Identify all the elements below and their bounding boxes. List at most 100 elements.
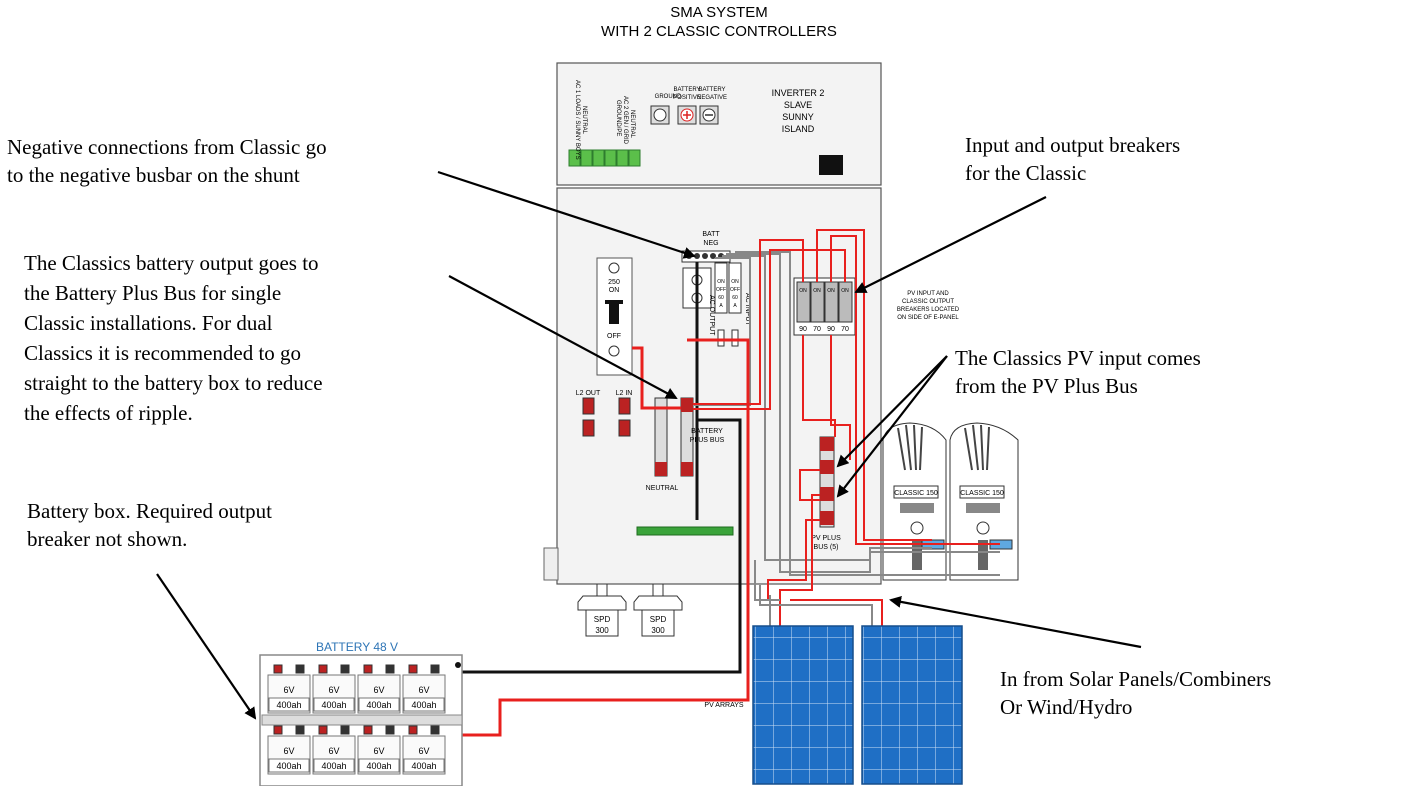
- callout-solar: In from Solar Panels/Combiners Or Wind/H…: [1000, 665, 1271, 721]
- l2-in-bus: [618, 397, 631, 437]
- battery-cell: 6V 400ah: [402, 725, 446, 775]
- callout-battery-output-line-1: The Classics battery output goes to: [24, 251, 319, 275]
- battery-cell-capacity: 400ah: [411, 761, 436, 771]
- inverter-name-3: SUNNY: [782, 112, 814, 122]
- callout-battery-box-line-1: Battery box. Required output: [27, 499, 272, 523]
- arrow-pv-input-1: [836, 355, 948, 468]
- battery-cell-voltage: 6V: [283, 685, 294, 695]
- pv-breaker-on-4: ON: [841, 288, 849, 294]
- pv-breaker-note-2: CLASSIC OUTPUT: [902, 299, 954, 305]
- callout-battery-box-line-2: breaker not shown.: [27, 527, 188, 551]
- callout-breakers-line-2: for the Classic: [965, 161, 1087, 185]
- classic-1-label: CLASSIC 150: [894, 490, 938, 497]
- arrow-solar: [889, 595, 1142, 649]
- arrow-negative: [437, 170, 696, 259]
- battery-plus-bus-label-1: BATTERY: [691, 428, 723, 435]
- callout-battery-output: The Classics battery output goes to the …: [24, 248, 323, 428]
- battery-cell: 6V 400ah: [312, 725, 356, 775]
- pv-breaker-rating-2: 70: [813, 326, 821, 333]
- battery-negative-label-2: NEGATIVE: [697, 95, 727, 101]
- pv-breaker-note-3: BREAKERS LOCATED: [897, 307, 960, 313]
- battery-cell-voltage: 6V: [328, 746, 339, 756]
- callout-pv-input: The Classics PV input comes from the PV …: [955, 344, 1201, 400]
- battery-cell-capacity: 400ah: [276, 700, 301, 710]
- callout-battery-output-line-5: straight to the battery box to reduce: [24, 371, 323, 395]
- battery-plus-bus-label-2: PLUS BUS: [690, 437, 725, 444]
- ac-breaker-rating-2: 60: [732, 295, 738, 301]
- ac-output-label: AC OUTPUT: [708, 295, 715, 336]
- battery-cell-voltage: 6V: [373, 746, 384, 756]
- spd-1: SPD 300: [577, 595, 627, 637]
- inverter-name-1: INVERTER 2: [772, 88, 825, 98]
- main-dc-breaker: 250 ON OFF: [596, 257, 633, 376]
- pv-array-1: [752, 625, 854, 785]
- classic-controller-2: CLASSIC 150: [949, 422, 1019, 581]
- battery-cell-capacity: 400ah: [321, 761, 346, 771]
- title-line-2: WITH 2 CLASSIC CONTROLLERS: [601, 23, 837, 40]
- ac2-label: AC 2 GEN / GRID: [622, 96, 628, 145]
- pv-breakers: ON ON ON ON 90 70 90 70: [793, 277, 856, 336]
- e-panel: 250 ON OFF BATT NEG ON ON OFF OFF 60 60 …: [543, 187, 960, 585]
- battery-cells: 6V 400ah 6V 400ah 6V 400ah 6V 400ah 6V 400ah 6V 400…: [267, 664, 446, 775]
- diagram-title: SMA SYSTEM WITH 2 CLASSIC CONTROLLERS: [560, 4, 878, 40]
- ac-breaker-rating-1: 60: [718, 295, 724, 301]
- inverter-name-2: SLAVE: [784, 100, 812, 110]
- callout-battery-output-line-4: Classics it is recommended to go: [24, 341, 302, 365]
- callout-negative-line-2: to the negative busbar on the shunt: [7, 163, 300, 187]
- ac-breaker-unit-2: A: [733, 303, 737, 309]
- spd-1-label: SPD: [594, 615, 611, 624]
- ac-input-label: AC INPUT: [744, 293, 751, 326]
- battery-cell-capacity: 400ah: [366, 700, 391, 710]
- callout-arrows: [156, 170, 1142, 720]
- battery-cell-voltage: 6V: [418, 746, 429, 756]
- spd-2-value: 300: [651, 626, 665, 635]
- main-breaker-rating: 250: [608, 279, 620, 286]
- e-panel-side-tab: [543, 547, 559, 581]
- batt-neg-label-2: NEG: [703, 240, 718, 247]
- battery-title: BATTERY 48 V: [316, 640, 398, 654]
- l2-out-bus: [582, 397, 595, 437]
- main-breaker-on: ON: [609, 287, 620, 294]
- battery-positive-label-2: POSITIVE: [673, 95, 701, 101]
- pv-breaker-on-1: ON: [799, 288, 807, 294]
- arrow-pv-input-2: [836, 355, 948, 498]
- callout-negative-line-1: Negative connections from Classic go: [7, 135, 327, 159]
- callout-pv-input-line-2: from the PV Plus Bus: [955, 374, 1138, 398]
- main-breaker-off: OFF: [607, 333, 621, 340]
- callout-negative: Negative connections from Classic go to …: [7, 133, 327, 189]
- ac-breaker-on-2: ON: [731, 279, 739, 285]
- spd-1-value: 300: [595, 626, 609, 635]
- ac-breaker-unit-1: A: [719, 303, 723, 309]
- battery-cell-voltage: 6V: [328, 685, 339, 695]
- pv-breaker-note-4: ON SIDE OF E-PANEL: [897, 315, 959, 321]
- ground-terminal-icon: [653, 108, 667, 122]
- spd-2: SPD 300: [633, 595, 683, 637]
- battery-cell-capacity: 400ah: [276, 761, 301, 771]
- arrow-battery-output: [448, 275, 678, 399]
- ground-label: GROUND: [655, 94, 682, 100]
- ground-busbar: [636, 526, 734, 536]
- classic-2-label: CLASSIC 150: [960, 490, 1004, 497]
- ac-breaker-off-1: OFF: [716, 287, 726, 293]
- battery-cell: 6V 400ah: [357, 664, 401, 714]
- battery-cell: 6V 400ah: [267, 664, 311, 714]
- callout-breakers-line-1: Input and output breakers: [965, 133, 1181, 157]
- inverter-unit: AC 1 LOADS / SUNNY BOYS NEUTRAL AC 2 GEN…: [556, 62, 882, 186]
- pv-plus-bus-label-2: BUS (5): [814, 544, 839, 551]
- l2-out-label: L2 OUT: [576, 390, 601, 397]
- battery-cell-voltage: 6V: [373, 685, 384, 695]
- callout-battery-output-line-6: the effects of ripple.: [24, 401, 193, 425]
- inverter-name-4: ISLAND: [782, 124, 815, 134]
- battery-negative-label-1: BATTERY: [698, 87, 725, 93]
- callout-battery-output-line-3: Classic installations. For dual: [24, 311, 273, 335]
- ac-terminal-block: [568, 149, 641, 167]
- callout-pv-input-line-1: The Classics PV input comes: [955, 346, 1201, 370]
- pv-breaker-note-1: PV INPUT AND: [907, 291, 949, 297]
- battery-cell-voltage: 6V: [418, 685, 429, 695]
- spd-units: SPD 300 SPD 300: [577, 584, 683, 637]
- battery-cell-capacity: 400ah: [321, 700, 346, 710]
- callout-solar-line-1: In from Solar Panels/Combiners: [1000, 667, 1272, 691]
- battery-cell-capacity: 400ah: [366, 761, 391, 771]
- ac2-neutral-label: NEUTRAL: [629, 110, 635, 139]
